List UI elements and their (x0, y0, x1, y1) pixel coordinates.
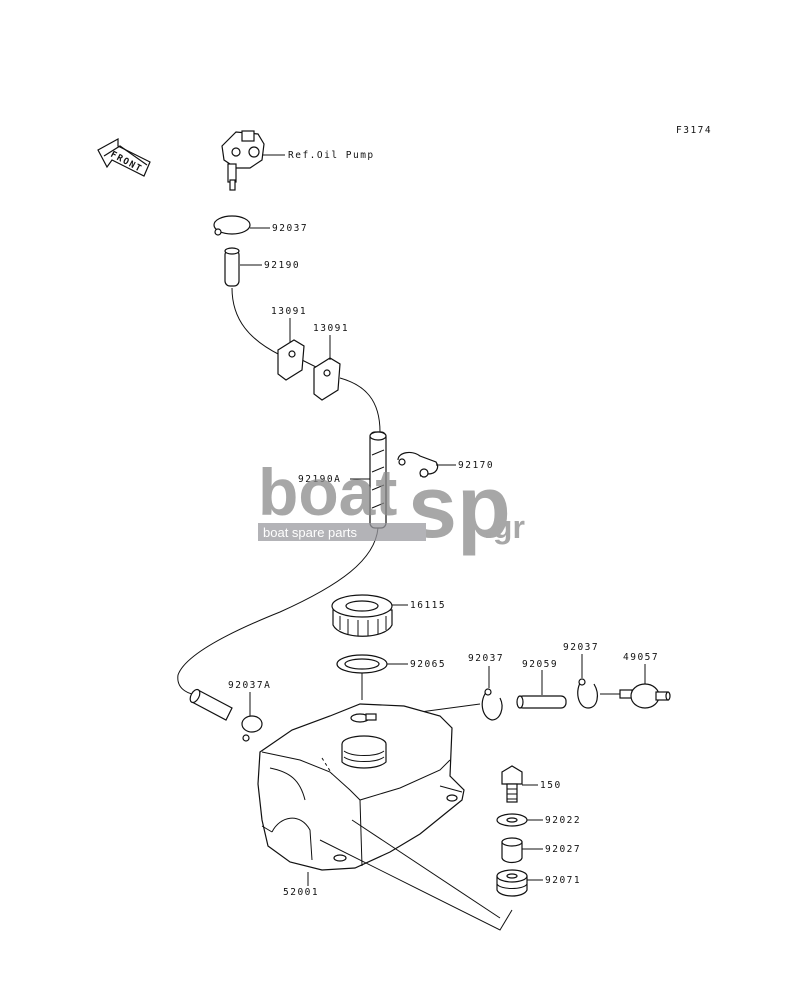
callout-52001: 52001 (283, 887, 319, 898)
washer-92022-part (496, 813, 528, 827)
callout-150: 150 (540, 780, 562, 791)
clamp-92037A-part (241, 715, 263, 742)
callout-92027: 92027 (545, 844, 581, 855)
watermark-logo: boat sp .gr boat spare parts (258, 455, 525, 556)
filter-49057-part (619, 683, 671, 709)
callout-13091-b: 13091 (313, 323, 349, 334)
callout-92037-top: 92037 (272, 223, 308, 234)
clip-13091-b-part (313, 357, 341, 401)
callout-92065: 92065 (410, 659, 446, 670)
watermark-suffix: .gr (484, 509, 525, 545)
callout-92037A: 92037A (228, 680, 271, 691)
callout-16115: 16115 (410, 600, 446, 611)
callout-92037-right-b: 92037 (563, 642, 599, 653)
collar-92027-part (501, 837, 523, 864)
front-arrow-icon: FRONT (97, 137, 151, 177)
damper-92071-part (496, 869, 528, 897)
callout-92059: 92059 (522, 659, 558, 670)
hose-92190A-part (369, 431, 387, 529)
clip-13091-a-part (277, 339, 305, 381)
clamp-92170-part (397, 451, 439, 478)
hose-left-part (189, 688, 233, 721)
callout-13091-a: 13091 (271, 306, 307, 317)
callout-49057: 49057 (623, 652, 659, 663)
clamp-92037-right-a-part (481, 688, 503, 721)
callout-92190A: 92190A (298, 474, 341, 485)
bolt-150-part (501, 765, 523, 803)
callout-92170: 92170 (458, 460, 494, 471)
clamp-92037-top-part (213, 215, 251, 236)
hose-92190-part (224, 247, 240, 287)
tank-cap-16115-part (331, 594, 393, 637)
callout-92071: 92071 (545, 875, 581, 886)
oil-tank-52001-part (257, 703, 465, 871)
gasket-92065-part (336, 654, 388, 674)
pipe-92059-part (516, 695, 567, 709)
callout-92190: 92190 (264, 260, 300, 271)
watermark-brand-left: boat (258, 455, 397, 529)
callout-92022: 92022 (545, 815, 581, 826)
callout-92037-right-a: 92037 (468, 653, 504, 664)
oil-pump-part (221, 130, 265, 191)
callout-ref-oil-pump: Ref.Oil Pump (288, 150, 375, 161)
figure-code: F3174 (676, 125, 712, 136)
watermark-tagline: boat spare parts (263, 525, 357, 540)
clamp-92037-right-b-part (577, 678, 598, 709)
